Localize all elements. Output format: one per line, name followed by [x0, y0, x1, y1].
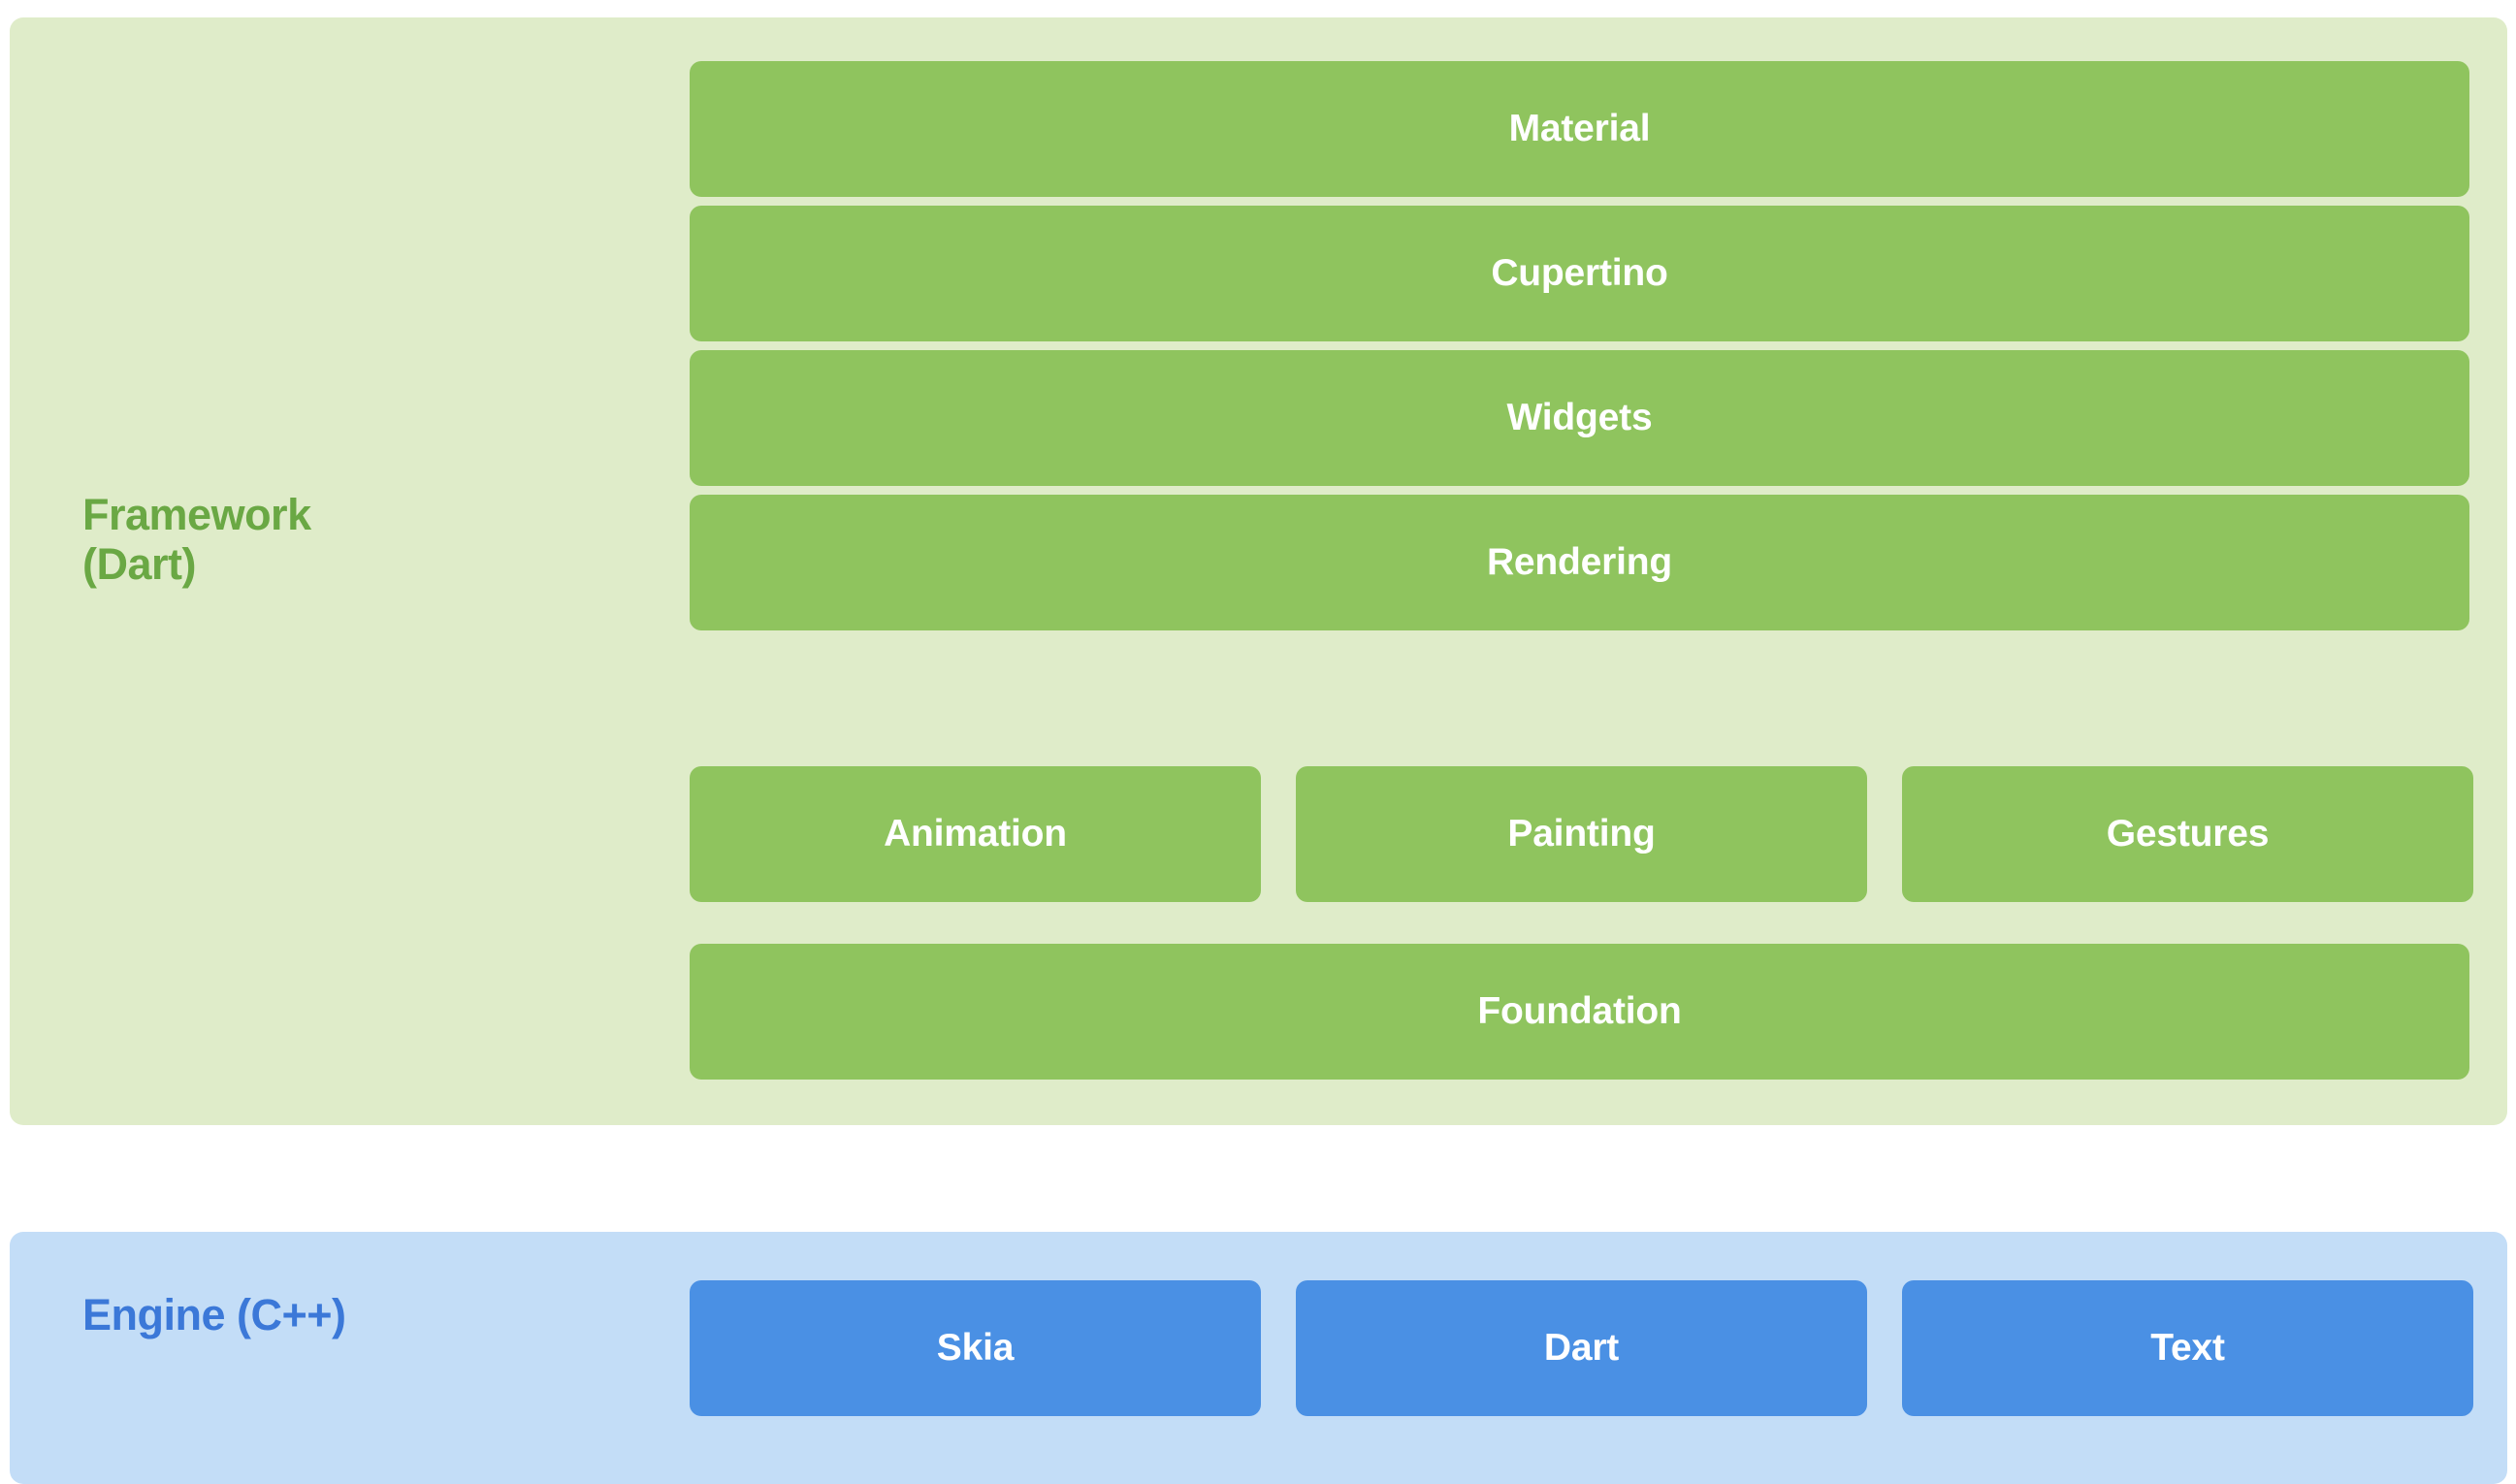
- engine-layer-title: Engine (C++): [82, 1290, 346, 1339]
- engine-block-skia-label: Skia: [936, 1327, 1015, 1369]
- engine-block-text[interactable]: Text: [1902, 1280, 2473, 1416]
- framework-layer-panel: Material Cupertino Widgets Rendering Ani…: [10, 17, 2507, 1125]
- framework-block-material[interactable]: Material: [690, 61, 2469, 197]
- engine-block-text-label: Text: [2150, 1327, 2225, 1369]
- engine-block-dart-label: Dart: [1543, 1327, 1620, 1369]
- framework-block-cupertino-label: Cupertino: [1491, 252, 1668, 294]
- framework-block-gestures[interactable]: Gestures: [1902, 766, 2473, 902]
- framework-block-painting[interactable]: Painting: [1296, 766, 1867, 902]
- framework-block-foundation[interactable]: Foundation: [690, 944, 2469, 1080]
- engine-block-skia[interactable]: Skia: [690, 1280, 1261, 1416]
- framework-block-foundation-label: Foundation: [1477, 990, 1682, 1032]
- framework-block-rendering[interactable]: Rendering: [690, 495, 2469, 630]
- framework-block-gestures-label: Gestures: [2106, 813, 2270, 855]
- framework-block-material-label: Material: [1508, 108, 1651, 149]
- framework-block-cupertino[interactable]: Cupertino: [690, 206, 2469, 341]
- framework-block-animation[interactable]: Animation: [690, 766, 1261, 902]
- framework-layer-title: Framework (Dart): [82, 490, 311, 590]
- framework-block-animation-label: Animation: [884, 813, 1067, 855]
- framework-block-widgets-label: Widgets: [1506, 397, 1653, 438]
- framework-block-painting-label: Painting: [1507, 813, 1656, 855]
- framework-block-widgets[interactable]: Widgets: [690, 350, 2469, 486]
- engine-block-dart[interactable]: Dart: [1296, 1280, 1867, 1416]
- engine-layer-panel: Skia Dart Text: [10, 1232, 2507, 1484]
- framework-block-rendering-label: Rendering: [1486, 541, 1673, 583]
